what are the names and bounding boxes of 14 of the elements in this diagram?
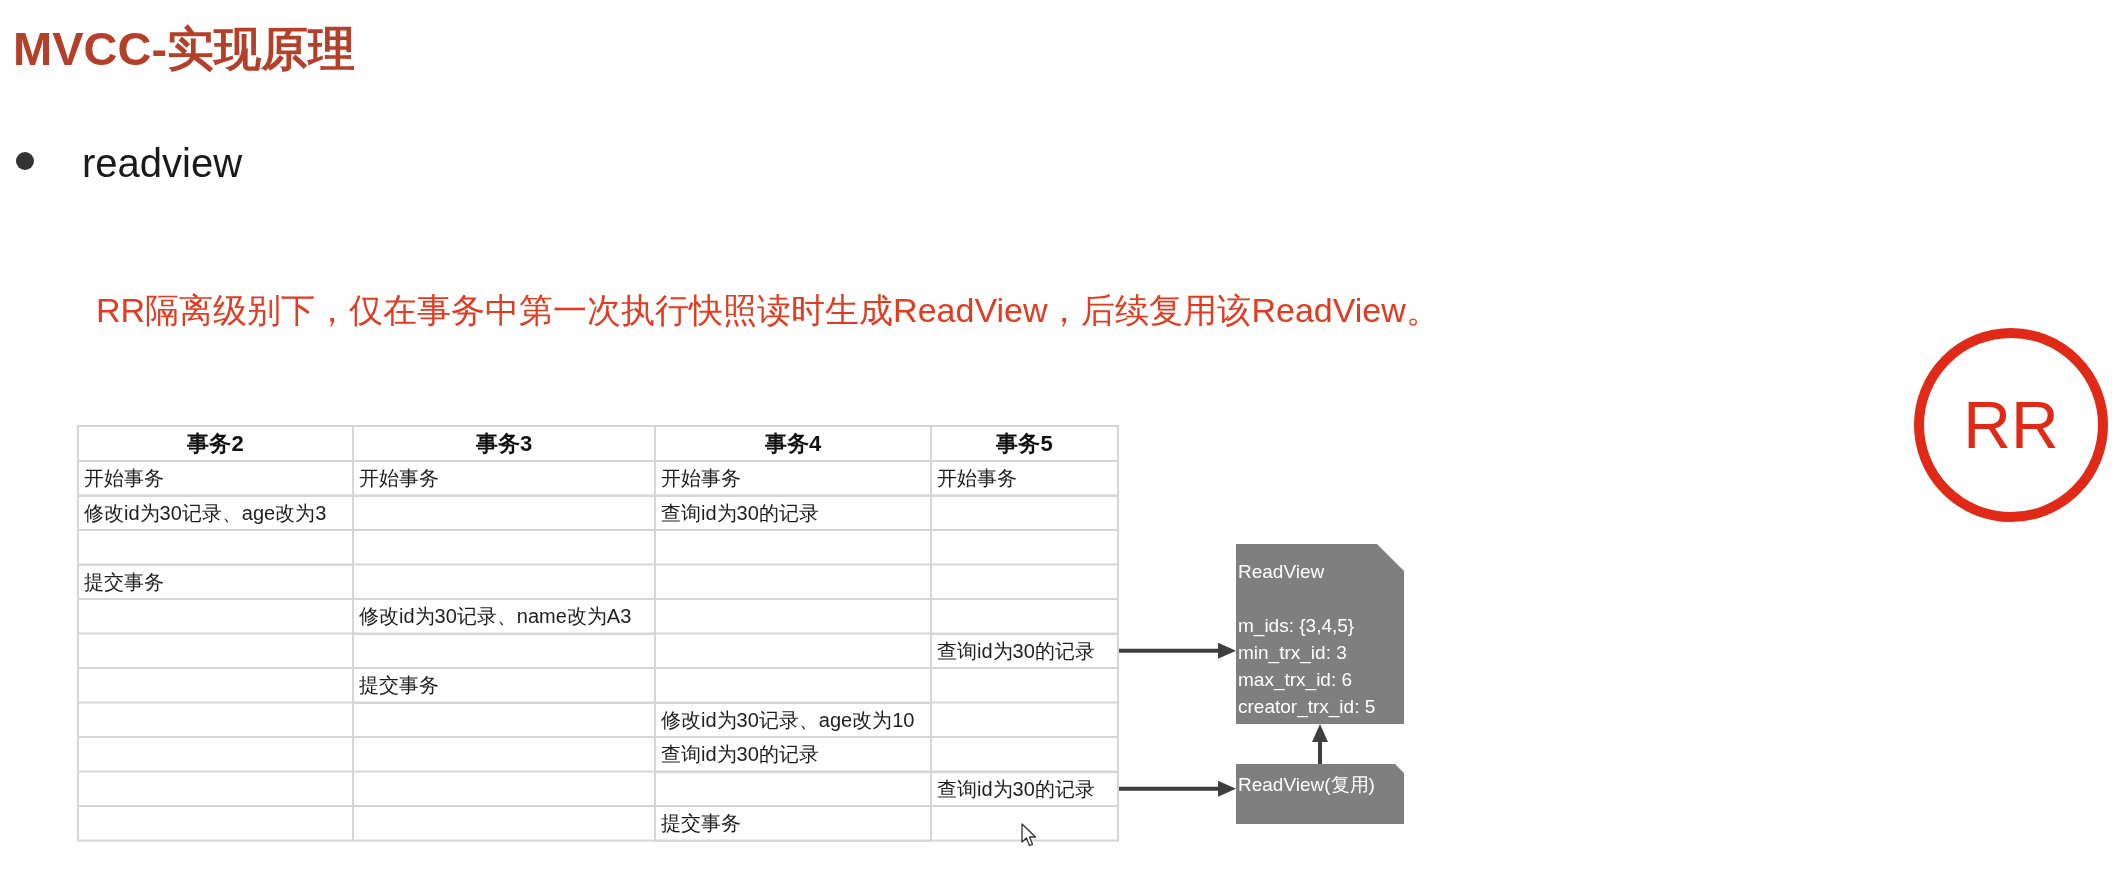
note-card <box>1236 544 1404 724</box>
card-field: max_trx_id: 6 <box>1238 666 1353 693</box>
arrow <box>1119 642 1236 659</box>
card-field: min_trx_id: 3 <box>1238 639 1347 666</box>
arrow <box>1312 724 1328 764</box>
note-text: RR隔离级别下，仅在事务中第一次执行快照读时生成ReadView，后续复用该ReadView。 <box>96 290 1440 330</box>
arrow <box>1119 780 1236 797</box>
note-card: ReadView(复用) <box>1236 764 1404 824</box>
circle-badge: RR <box>1914 328 2108 522</box>
bullet-text: readview <box>82 143 243 183</box>
card-field: m_ids: {3,4,5} <box>1238 612 1355 639</box>
card-title: ReadView <box>1238 560 1325 584</box>
card-field: creator_trx_id: 5 <box>1238 693 1376 720</box>
slide-title: MVCC-实现原理 <box>13 23 356 75</box>
